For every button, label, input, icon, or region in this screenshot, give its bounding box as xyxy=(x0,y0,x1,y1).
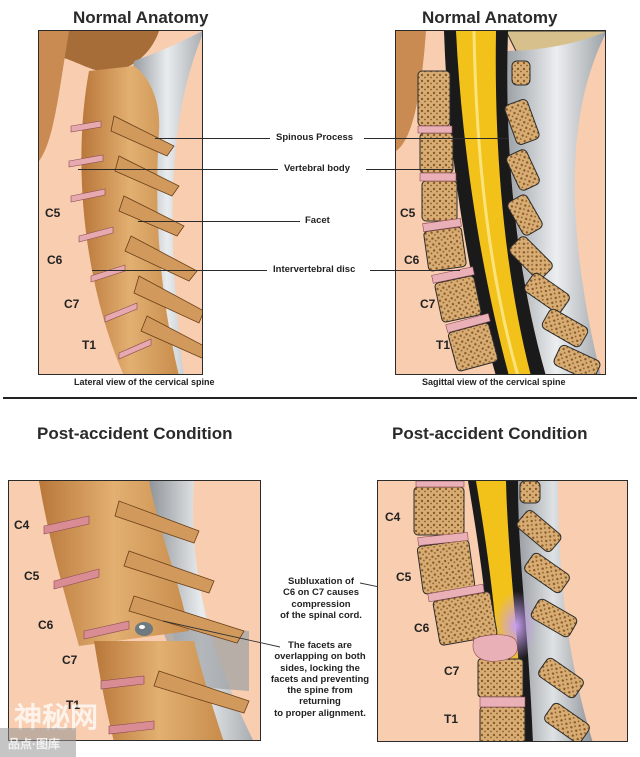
note-line: compression xyxy=(291,598,351,610)
level-label-c6: C6 xyxy=(404,253,420,267)
level-label-t1: T1 xyxy=(66,698,81,712)
lateral-view-illustration xyxy=(38,30,203,375)
level-label-c4: C4 xyxy=(14,518,30,532)
post-accident-sagittal-illustration xyxy=(377,480,628,742)
level-label-t1: T1 xyxy=(444,712,459,726)
bottom-left-title: Post-accident Condition xyxy=(37,424,233,443)
bottom-right-title: Post-accident Condition xyxy=(392,424,588,443)
leader-line-vertebral-body-right xyxy=(366,169,452,171)
level-label-c6: C6 xyxy=(47,253,63,267)
post-accident-lateral-illustration xyxy=(8,480,261,741)
label-facet: Facet xyxy=(305,215,330,226)
note-line: The facets are xyxy=(288,640,352,651)
intervertebral-discs xyxy=(43,515,155,735)
intervertebral-discs xyxy=(415,481,526,708)
spinous-processes xyxy=(516,481,590,741)
skull-base xyxy=(39,31,159,72)
level-label-c5: C5 xyxy=(400,206,416,220)
note-line: the spine from xyxy=(287,685,353,697)
level-label-c6: C6 xyxy=(38,618,54,632)
section-divider xyxy=(3,397,637,399)
sagittal-spine-drawing xyxy=(396,31,605,374)
vertebral-column-lower xyxy=(94,641,224,740)
intervertebral-discs xyxy=(68,120,152,360)
facet-gap xyxy=(135,622,153,636)
level-label-c7: C7 xyxy=(444,664,460,678)
vertebral-bodies xyxy=(417,70,499,372)
post-accident-lateral-drawing xyxy=(39,481,254,740)
level-label-c7: C7 xyxy=(420,297,436,311)
post-accident-sagittal-drawing xyxy=(413,481,593,741)
jaw xyxy=(39,31,69,161)
lateral-spine-drawing xyxy=(39,31,202,374)
leader-line-vertebral-body-left xyxy=(78,169,278,171)
label-intervertebral-disc: Intervertebral disc xyxy=(273,264,356,275)
facet-gap-highlight xyxy=(139,625,145,629)
note-line: Subluxation of xyxy=(288,576,354,587)
leader-line-intervertebral-disc-left xyxy=(92,270,267,272)
level-label-c4: C4 xyxy=(385,510,401,524)
note-facets: The facets are overlapping on both sides… xyxy=(264,640,376,719)
note-line: sides, locking the xyxy=(280,662,360,674)
spinous-processes xyxy=(504,60,601,374)
sagittal-view-caption: Sagittal view of the cervical spine xyxy=(422,377,566,387)
level-label-c5: C5 xyxy=(396,570,412,584)
watermark-small-bg xyxy=(0,728,76,757)
lateral-view-caption: Lateral view of the cervical spine xyxy=(74,377,215,387)
level-label-c7: C7 xyxy=(62,653,78,667)
note-line: returning xyxy=(299,696,341,708)
spinal-cord xyxy=(456,31,531,374)
note-line: overlapping on both xyxy=(274,651,366,663)
top-right-title: Normal Anatomy xyxy=(422,8,558,27)
leader-line-spinous-process-left xyxy=(155,138,270,140)
leader-line-facet xyxy=(138,221,300,223)
note-subluxation: Subluxation of C6 on C7 causes compressi… xyxy=(280,576,362,621)
top-left-title: Normal Anatomy xyxy=(73,8,209,27)
note-line: to proper alignment. xyxy=(274,707,366,719)
spinal-cord-highlight xyxy=(472,31,520,374)
level-label-c5: C5 xyxy=(24,569,40,583)
ligament-band xyxy=(149,481,254,740)
label-vertebral-body: Vertebral body xyxy=(284,163,350,174)
spinous-processes xyxy=(114,500,250,714)
level-label-t1: T1 xyxy=(82,338,97,352)
level-label-t1: T1 xyxy=(436,338,451,352)
level-label-c5: C5 xyxy=(45,206,61,220)
note-line: C6 on C7 causes xyxy=(282,587,360,599)
label-spinous-process: Spinous Process xyxy=(276,132,354,143)
leader-line-spinous-process-right xyxy=(364,138,508,140)
level-label-c7: C7 xyxy=(64,297,80,311)
watermark-small: 品点·图库 xyxy=(8,737,60,751)
sagittal-view-illustration xyxy=(395,30,606,375)
leader-line-intervertebral-disc-right xyxy=(370,270,460,272)
spinous-processes xyxy=(110,115,202,359)
note-line: of the spinal cord. xyxy=(280,609,362,621)
note-line: facets and preventing xyxy=(270,673,370,685)
level-label-c6: C6 xyxy=(414,621,430,635)
watermark-large: 神秘网 xyxy=(14,702,99,733)
jaw xyxy=(396,31,426,151)
